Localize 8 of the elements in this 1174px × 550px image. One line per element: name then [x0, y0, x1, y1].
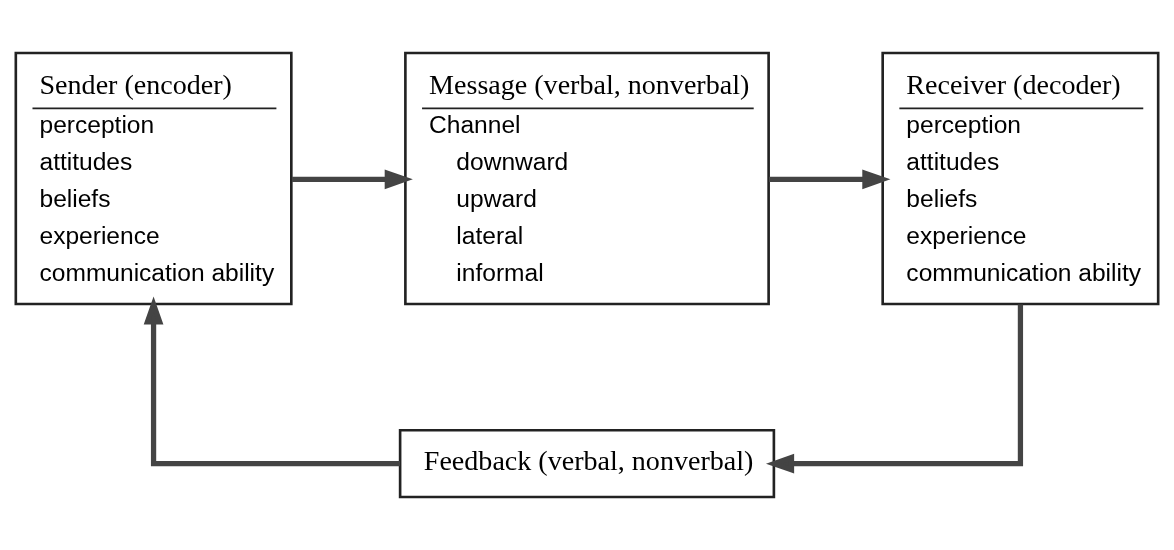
arrow — [768, 169, 891, 190]
node-box: Sender (encoder) perception attitudes beliefs experience communication ability — [14, 51, 293, 306]
node-box: Feedback (verbal, nonverbal) — [398, 429, 776, 499]
node-box: Message (verbal, nonverbal) Channel downward upward lateral informal — [404, 51, 770, 306]
arrow — [766, 304, 1024, 474]
arrow — [291, 169, 413, 190]
arrow — [143, 296, 401, 467]
node-box: Receiver (decoder) perception attitudes beliefs experience communication ability — [881, 51, 1160, 306]
